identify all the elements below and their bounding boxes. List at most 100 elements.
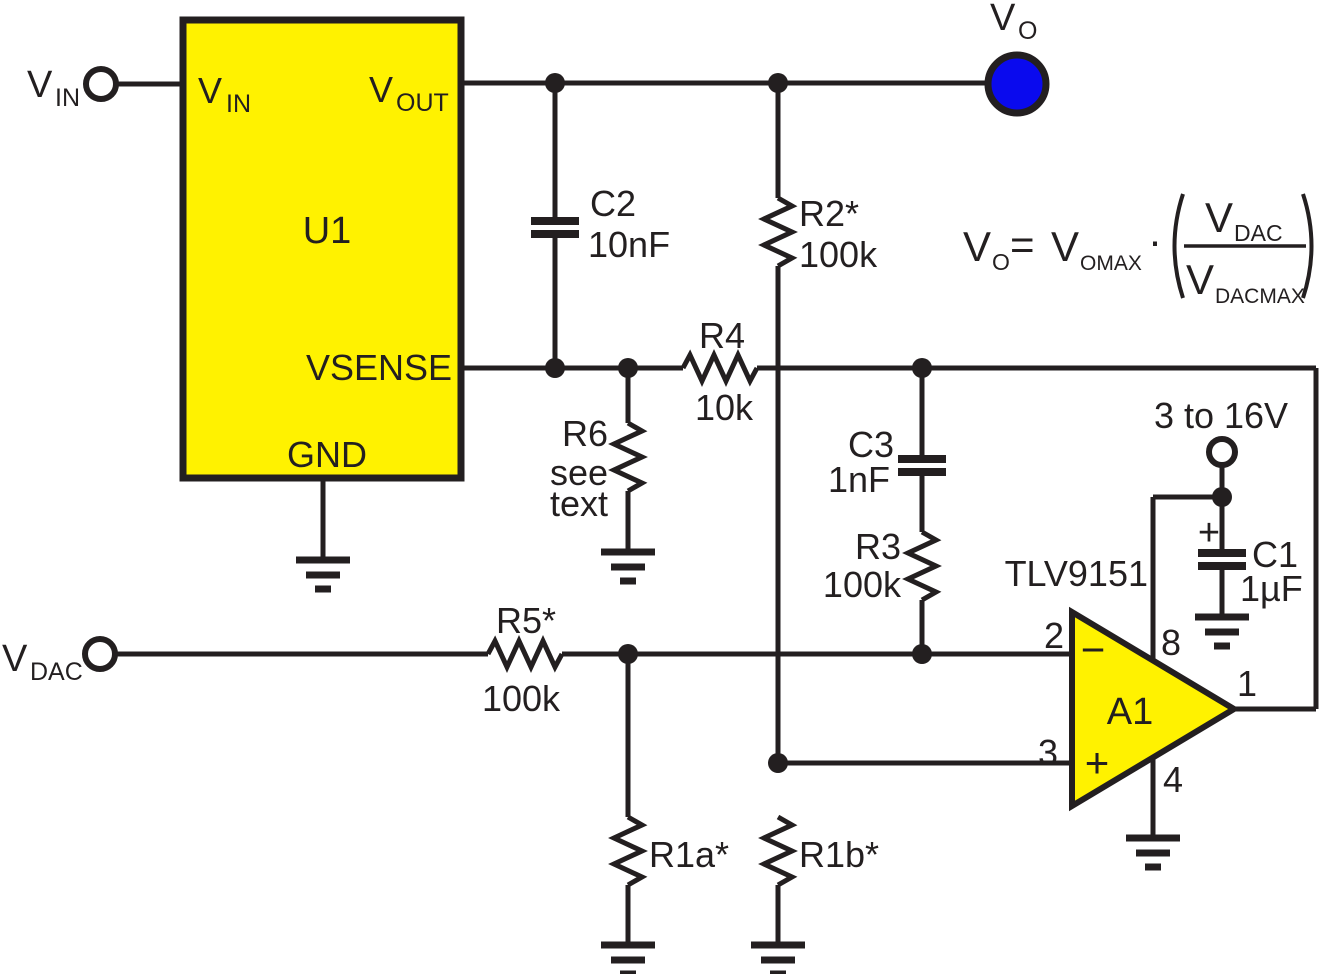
- vin-terminal-circle: [83, 66, 119, 102]
- opamp-part-number: TLV9151: [1005, 553, 1148, 594]
- c3-refdes: C3: [848, 424, 894, 465]
- u1-refdes: U1: [303, 210, 352, 252]
- u1-body: [179, 16, 465, 482]
- r4-value: 10k: [695, 387, 754, 428]
- junction-dot: [618, 358, 638, 378]
- r4-zigzag: [680, 349, 760, 387]
- resistor-r5: R5* 100k: [482, 600, 565, 719]
- terminal-vdac: V DAC: [2, 636, 118, 686]
- junction-dot: [545, 73, 565, 93]
- junction-dot: [545, 358, 565, 378]
- r6-refdes: R6: [562, 413, 608, 454]
- junction-dot: [912, 358, 932, 378]
- capacitor-c1: + C1 1µF: [1198, 512, 1303, 609]
- formula-paren-right: [1301, 193, 1314, 299]
- wires: [115, 80, 1319, 945]
- ground-symbol-r6: [601, 552, 655, 581]
- vdac-terminal-circle: [82, 636, 118, 672]
- c1-polarity-sign: +: [1198, 512, 1220, 554]
- vin-terminal-label: V: [27, 64, 53, 106]
- r5-refdes: R5*: [496, 600, 556, 641]
- r3-value: 100k: [823, 564, 902, 605]
- opamp-noninverting-sign: +: [1085, 739, 1110, 786]
- r1b-zigzag: [758, 814, 798, 888]
- capacitor-c2: C2 10nF: [531, 183, 670, 265]
- r6-note-line1: see: [550, 452, 608, 493]
- junction-dot: [768, 753, 788, 773]
- resistor-r2: R2* 100k: [758, 193, 878, 275]
- vo-terminal-circle: [984, 51, 1050, 117]
- r5-value: 100k: [482, 678, 561, 719]
- vo-terminal-label-sub: O: [1018, 17, 1037, 45]
- junction-dot: [912, 644, 932, 664]
- opamp-pin3-number: 3: [1038, 732, 1058, 773]
- formula-numerator: V: [1205, 194, 1233, 241]
- capacitor-c3: C3 1nF: [828, 424, 946, 500]
- c3-value: 1nF: [828, 459, 890, 500]
- u1-pin-vin-label-sub: IN: [226, 90, 251, 118]
- opamp-refdes: A1: [1107, 691, 1153, 733]
- formula-denominator-sub: DACMAX: [1215, 285, 1305, 308]
- vo-terminal-label: V: [990, 0, 1016, 39]
- c2-value: 10nF: [588, 224, 670, 265]
- r1a-zigzag: [608, 814, 648, 888]
- r6-zigzag: [608, 420, 648, 494]
- r3-zigzag: [902, 529, 942, 603]
- terminal-vo: V O: [984, 0, 1050, 117]
- formula-multiply: ·: [1148, 217, 1162, 264]
- opamp-pin4-number: 4: [1163, 759, 1183, 800]
- ground-symbol-opamp: [1126, 838, 1180, 867]
- r5-zigzag: [485, 635, 565, 673]
- formula-gain-sub: OMAX: [1080, 252, 1142, 275]
- ground-symbol-r1a: [601, 945, 655, 974]
- resistor-r1b: R1b*: [758, 814, 879, 888]
- ground-symbol-u1: [296, 560, 350, 589]
- formula-lhs-sub: O: [992, 249, 1010, 275]
- formula-denominator: V: [1186, 256, 1214, 303]
- opamp-inverting-sign: −: [1081, 626, 1106, 673]
- r6-note-line2: text: [550, 483, 608, 524]
- resistor-r6: R6 see text: [550, 413, 648, 524]
- formula-equals: =: [1010, 221, 1035, 268]
- c2-refdes: C2: [590, 183, 636, 224]
- c1-value: 1µF: [1240, 568, 1303, 609]
- opamp-pin2-number: 2: [1044, 615, 1064, 656]
- vdac-terminal-label: V: [2, 638, 28, 680]
- opamp-pin8-number: 8: [1161, 622, 1181, 663]
- junction-dot: [768, 73, 788, 93]
- regulator-u1: V IN V OUT U1 VSENSE GND: [179, 16, 465, 482]
- r3-refdes: R3: [855, 526, 901, 567]
- terminal-vin: V IN: [27, 64, 119, 112]
- output-formula: V O = V OMAX · V DAC V DACMAX: [963, 193, 1314, 308]
- r1b-refdes: R1b*: [799, 834, 879, 875]
- junction-dot: [1212, 487, 1232, 507]
- opamp-a1: − + A1 TLV9151 2 3 8 4 1: [1005, 553, 1257, 812]
- u1-pin-vout-label-sub: OUT: [396, 89, 449, 117]
- u1-pin-vin-label: V: [198, 70, 222, 111]
- r2-value: 100k: [799, 234, 878, 275]
- opamp-triangle: [1069, 606, 1240, 812]
- ground-symbol-c1: [1195, 617, 1249, 646]
- u1-pin-gnd-label: GND: [287, 434, 367, 475]
- formula-numerator-sub: DAC: [1234, 220, 1283, 246]
- formula-lhs: V: [963, 223, 991, 270]
- vdac-terminal-label-sub: DAC: [30, 658, 83, 686]
- resistor-r1a: R1a*: [608, 814, 729, 888]
- resistor-r3: R3 100k: [823, 526, 942, 605]
- u1-pin-vsense-label: VSENSE: [306, 347, 452, 388]
- vin-terminal-label-sub: IN: [55, 84, 80, 112]
- c1-refdes: C1: [1252, 534, 1298, 575]
- u1-pin-vout-label: V: [369, 69, 393, 110]
- supply-label: 3 to 16V: [1154, 395, 1288, 436]
- r2-refdes: R2*: [799, 193, 859, 234]
- r4-refdes: R4: [699, 315, 745, 356]
- opamp-pin1-number: 1: [1237, 663, 1257, 704]
- formula-gain: V: [1051, 223, 1079, 270]
- formula-paren-left: [1172, 193, 1185, 299]
- junction-dots: [545, 73, 1232, 773]
- terminal-supply: 3 to 16V: [1154, 395, 1288, 468]
- resistor-r4: R4 10k: [680, 315, 760, 428]
- junction-dot: [618, 644, 638, 664]
- ground-symbol-r1b: [751, 945, 805, 974]
